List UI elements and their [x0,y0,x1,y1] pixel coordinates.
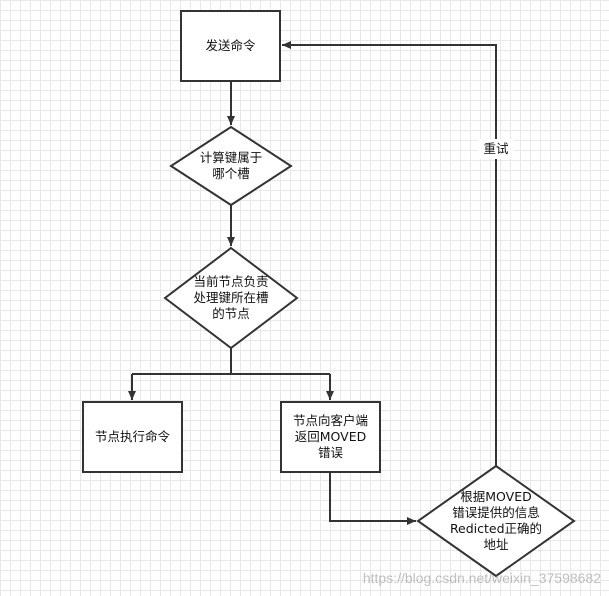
label-execute-command: 节点执行命令 [94,429,170,444]
node-send-command[interactable] [180,10,281,82]
edge-retry [282,41,497,466]
label-send-command: 发送命令 [205,38,256,53]
label-compute-slot: 计算键属于 哪个槽 [199,150,263,181]
node-execute-command[interactable] [82,401,183,473]
label-redirect: 根据MOVED 错误提供的信息 Redicted正确的 地址 [449,489,543,552]
edge-retry-label-bg [478,139,514,159]
label-return-moved: 节点向客户端 返回MOVED 错误 [292,413,368,460]
edge-moved-to-redirect [329,472,416,525]
label-retry: 重试 [483,141,509,156]
label-is-current-node: 当前节点负责 处理键所在槽 的节点 [193,274,269,321]
node-redirect[interactable] [416,464,576,578]
watermark-text: https://blog.csdn.net/weixin_37598682 [362,570,601,586]
